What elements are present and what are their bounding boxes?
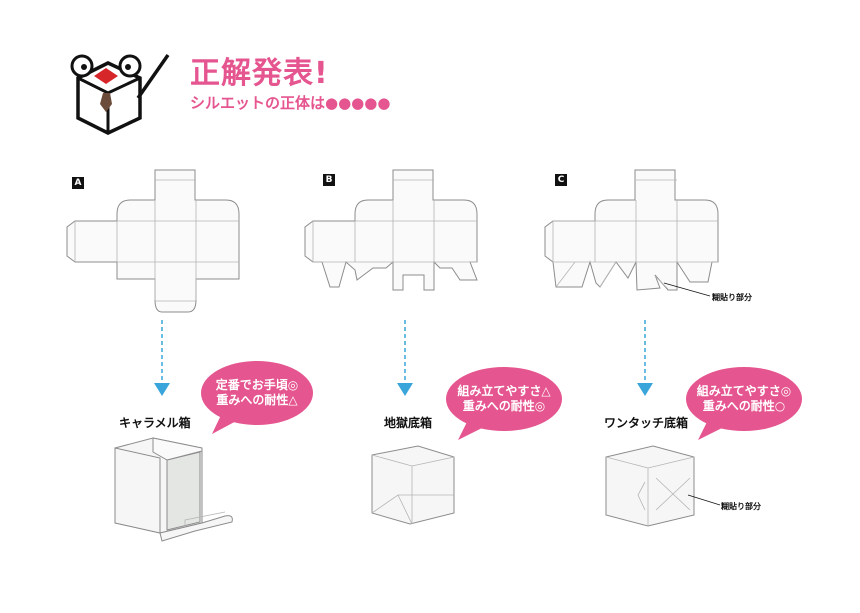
speech-bubble-b bbox=[446, 367, 562, 440]
bubble-line-2: 重みへの耐性○ bbox=[702, 399, 786, 413]
arrow-b bbox=[397, 320, 413, 396]
box-net-a bbox=[66, 169, 240, 313]
bubble-text-c: 組み立てやすさ◎ 重みへの耐性○ bbox=[689, 384, 799, 414]
box-name-c: ワンタッチ底箱 bbox=[604, 416, 689, 430]
page-subtitle: シルエットの正体は●●●●● bbox=[190, 94, 391, 112]
bubble-line-1: 定番でお手頃◎ bbox=[215, 378, 299, 392]
arrow-a bbox=[154, 320, 170, 396]
box-3d-a bbox=[114, 437, 233, 542]
label-badge-b: B bbox=[323, 174, 335, 186]
box-name-a: キャラメル箱 bbox=[119, 416, 191, 430]
speech-bubble-c bbox=[686, 367, 802, 440]
glue-note-net-c: 糊貼り部分 bbox=[712, 293, 752, 302]
page-title: 正解発表! bbox=[190, 56, 329, 91]
bubble-line-1: 組み立てやすさ△ bbox=[457, 384, 551, 398]
glue-note-box-c: 糊貼り部分 bbox=[721, 502, 761, 511]
arrow-c bbox=[637, 320, 653, 396]
label-badge-a: A bbox=[72, 177, 84, 189]
box-name-b: 地獄底箱 bbox=[384, 416, 433, 430]
speech-bubble-a bbox=[201, 361, 313, 434]
box-3d-b bbox=[371, 445, 455, 525]
box-net-b bbox=[304, 169, 478, 291]
box-mascot-icon bbox=[70, 53, 170, 135]
bubble-text-b: 組み立てやすさ△ 重みへの耐性◎ bbox=[449, 384, 559, 414]
box-net-c bbox=[544, 169, 719, 297]
bubble-text-a: 定番でお手頃◎ 重みへの耐性△ bbox=[202, 378, 312, 408]
label-badge-c: C bbox=[555, 174, 567, 186]
bubble-line-2: 重みへの耐性◎ bbox=[462, 399, 546, 413]
bubble-line-2: 重みへの耐性△ bbox=[216, 393, 298, 407]
box-3d-c bbox=[605, 445, 721, 527]
bubble-line-1: 組み立てやすさ◎ bbox=[696, 384, 792, 398]
